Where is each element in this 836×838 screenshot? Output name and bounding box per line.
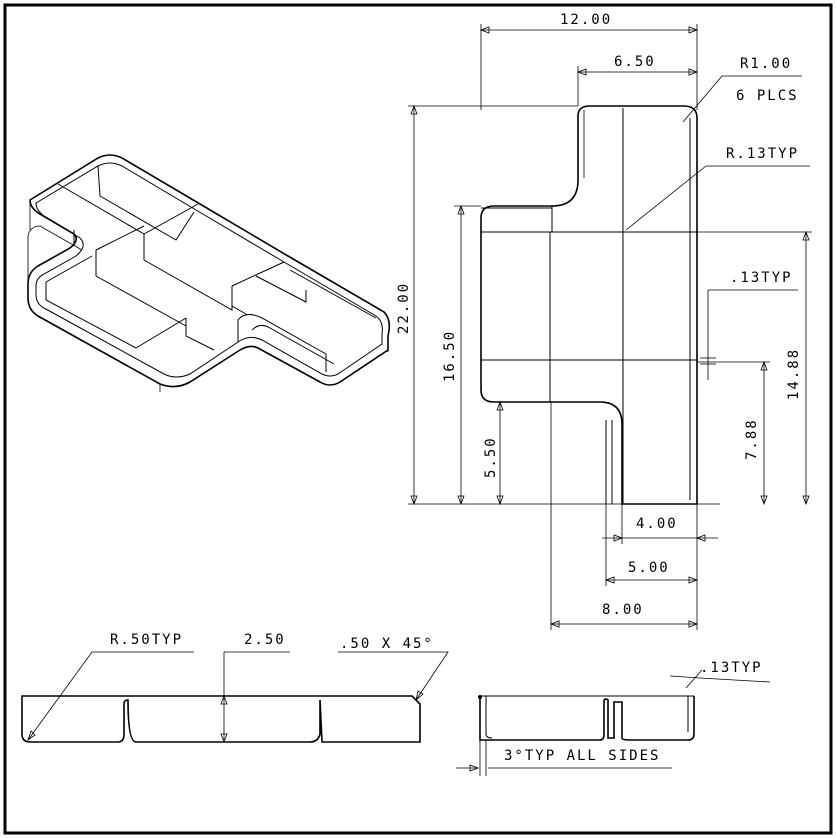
plan-view: 12.00 6.50 R1.00 6 PLCS R.13TYP .13TYP 2… <box>396 12 812 630</box>
dim-chamfer: .50 X 45° <box>340 636 434 652</box>
dim-height-low-right: 7.88 <box>744 418 760 460</box>
dim-depth: 2.50 <box>244 632 286 648</box>
section-view-side: 3°TYP ALL SIDES .13TYP <box>456 660 771 776</box>
dim-height-low-left: 5.50 <box>483 436 499 478</box>
dim-bottom-5: 5.00 <box>628 560 670 576</box>
dim-side-wall: .13TYP <box>700 660 763 676</box>
dim-bottom-4: 4.00 <box>636 516 678 532</box>
dim-height-overall: 22.00 <box>396 282 412 334</box>
drawing-border <box>3 3 833 835</box>
dim-wall-thickness: .13TYP <box>730 270 793 286</box>
dim-draft: 3°TYP ALL SIDES <box>504 748 660 764</box>
dim-height-left: 16.50 <box>442 330 458 382</box>
dim-corner-count: 6 PLCS <box>736 88 799 104</box>
isometric-view <box>27 154 391 392</box>
dim-height-right: 14.88 <box>786 348 802 400</box>
section-view-front: R.50TYP 2.50 .50 X 45° <box>21 632 449 744</box>
dim-section-radius: R.50TYP <box>110 632 183 648</box>
dim-inner-radius: R.13TYP <box>726 146 799 162</box>
dim-width-upper: 6.50 <box>614 54 656 70</box>
dim-width-overall: 12.00 <box>560 12 612 28</box>
dim-bottom-8: 8.00 <box>602 602 644 618</box>
dim-corner-radius: R1.00 <box>740 56 792 72</box>
